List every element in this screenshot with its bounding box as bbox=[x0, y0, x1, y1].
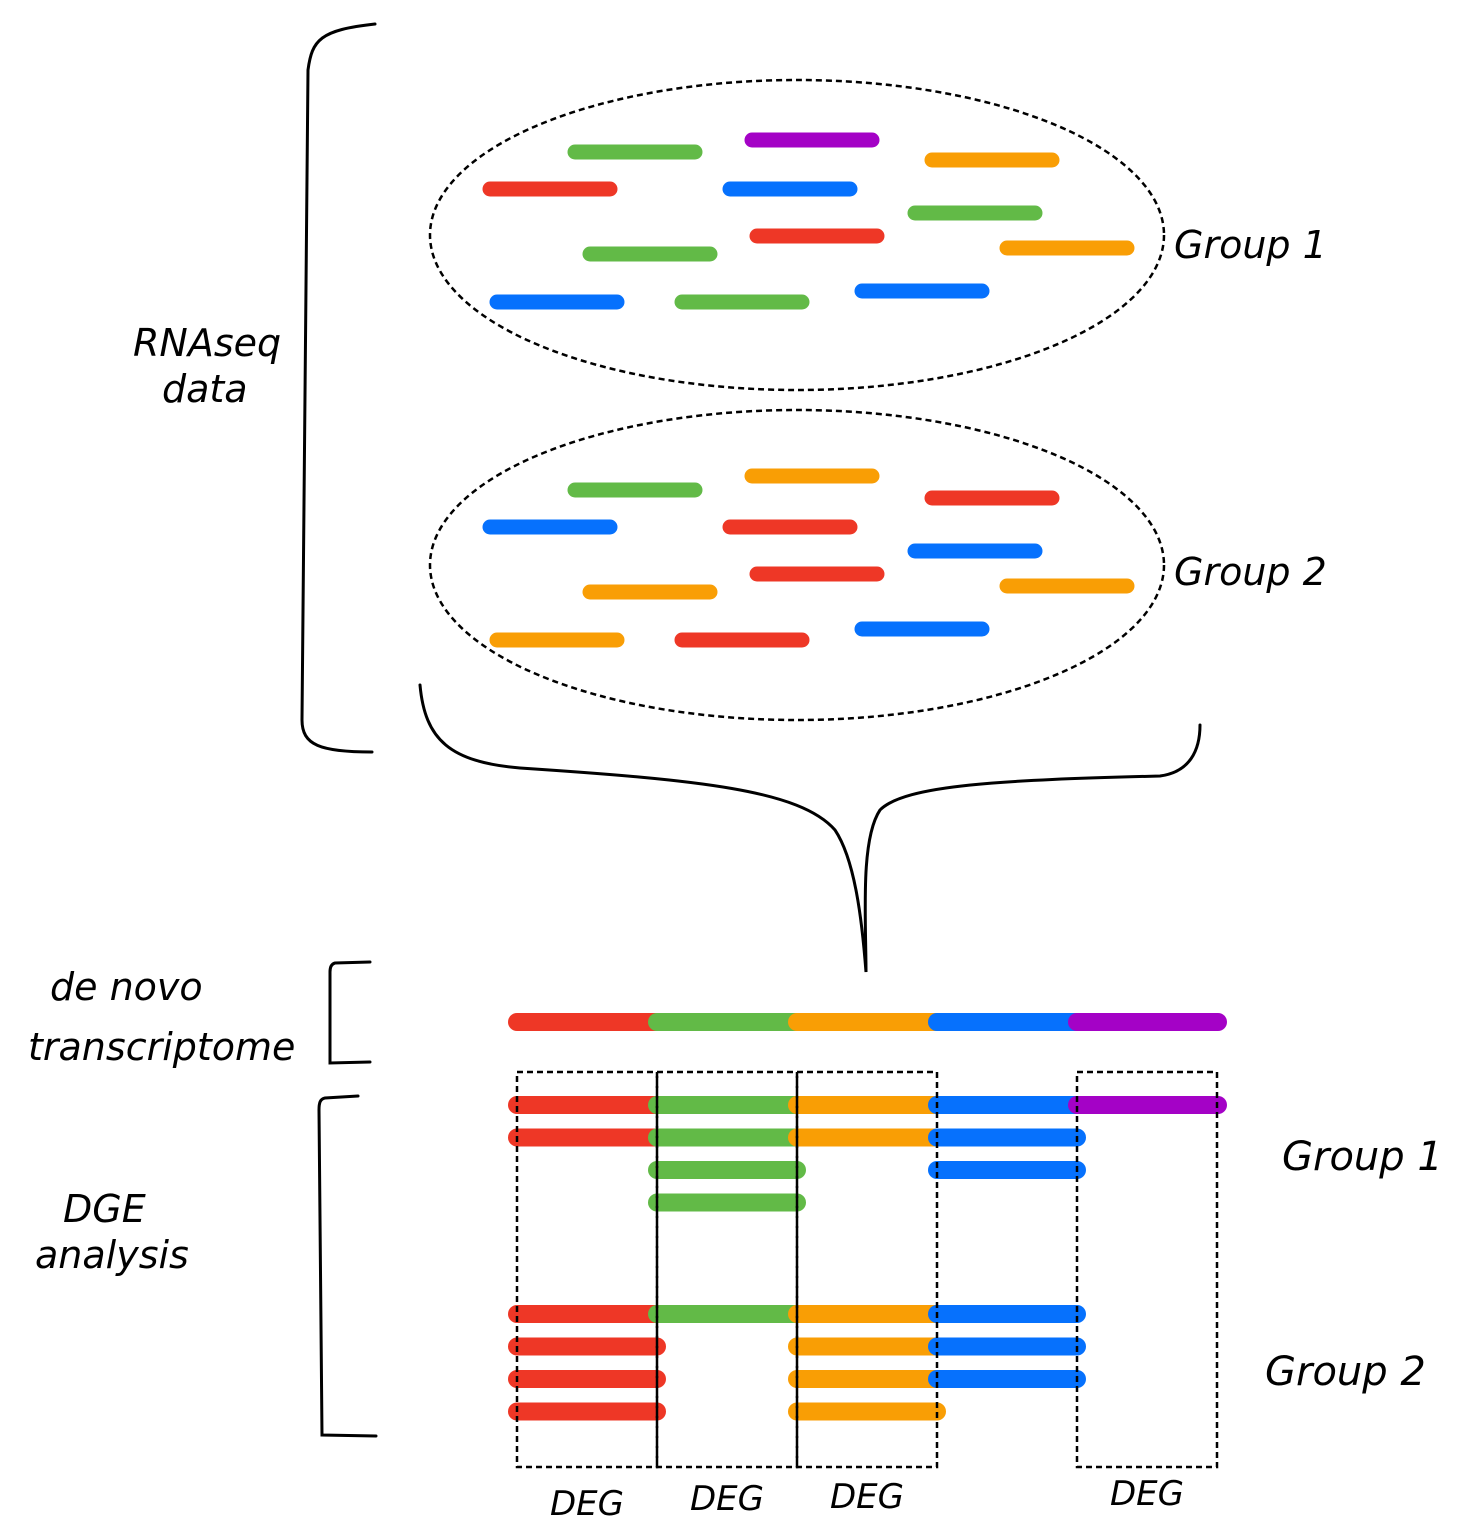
deg-box bbox=[795, 1070, 939, 1469]
denovo-bracket bbox=[328, 960, 372, 1065]
group2-ellipse bbox=[428, 408, 1166, 722]
deg-label: DEG bbox=[690, 1479, 764, 1519]
dge-label-line1: DGE bbox=[63, 1187, 146, 1231]
group2-bottom-label: Group 2 bbox=[1265, 1349, 1426, 1395]
group1-bottom-label: Group 1 bbox=[1282, 1134, 1443, 1180]
dge-group2-rows bbox=[508, 1305, 1086, 1421]
rnaseq-label-line1: RNAseq bbox=[133, 321, 281, 365]
rnaseq-bracket bbox=[300, 22, 377, 754]
deg-label: DEG bbox=[550, 1484, 624, 1524]
group2-reads bbox=[482, 468, 1135, 648]
group1-top-label: Group 1 bbox=[1174, 223, 1327, 267]
denovo-label-line1: de novo bbox=[50, 965, 203, 1009]
deg-label: DEG bbox=[1110, 1474, 1184, 1514]
deg-box bbox=[1075, 1070, 1219, 1469]
assembly-brace bbox=[418, 683, 1202, 973]
dge-bracket bbox=[317, 1094, 378, 1438]
deg-label: DEG bbox=[830, 1477, 904, 1517]
denovo-label-line2: transcriptome bbox=[28, 1025, 295, 1069]
rnaseq-label-line2: data bbox=[162, 367, 248, 411]
dge-group1-rows bbox=[508, 1096, 1227, 1212]
dge-label-line2: analysis bbox=[35, 1233, 189, 1277]
deg-box bbox=[655, 1070, 799, 1469]
group1-ellipse bbox=[428, 78, 1166, 392]
group2-top-label: Group 2 bbox=[1174, 550, 1327, 594]
group1-reads bbox=[482, 132, 1135, 310]
deg-boxes: DEG DEG DEG DEG bbox=[515, 1070, 1219, 1524]
deg-box bbox=[515, 1070, 659, 1469]
